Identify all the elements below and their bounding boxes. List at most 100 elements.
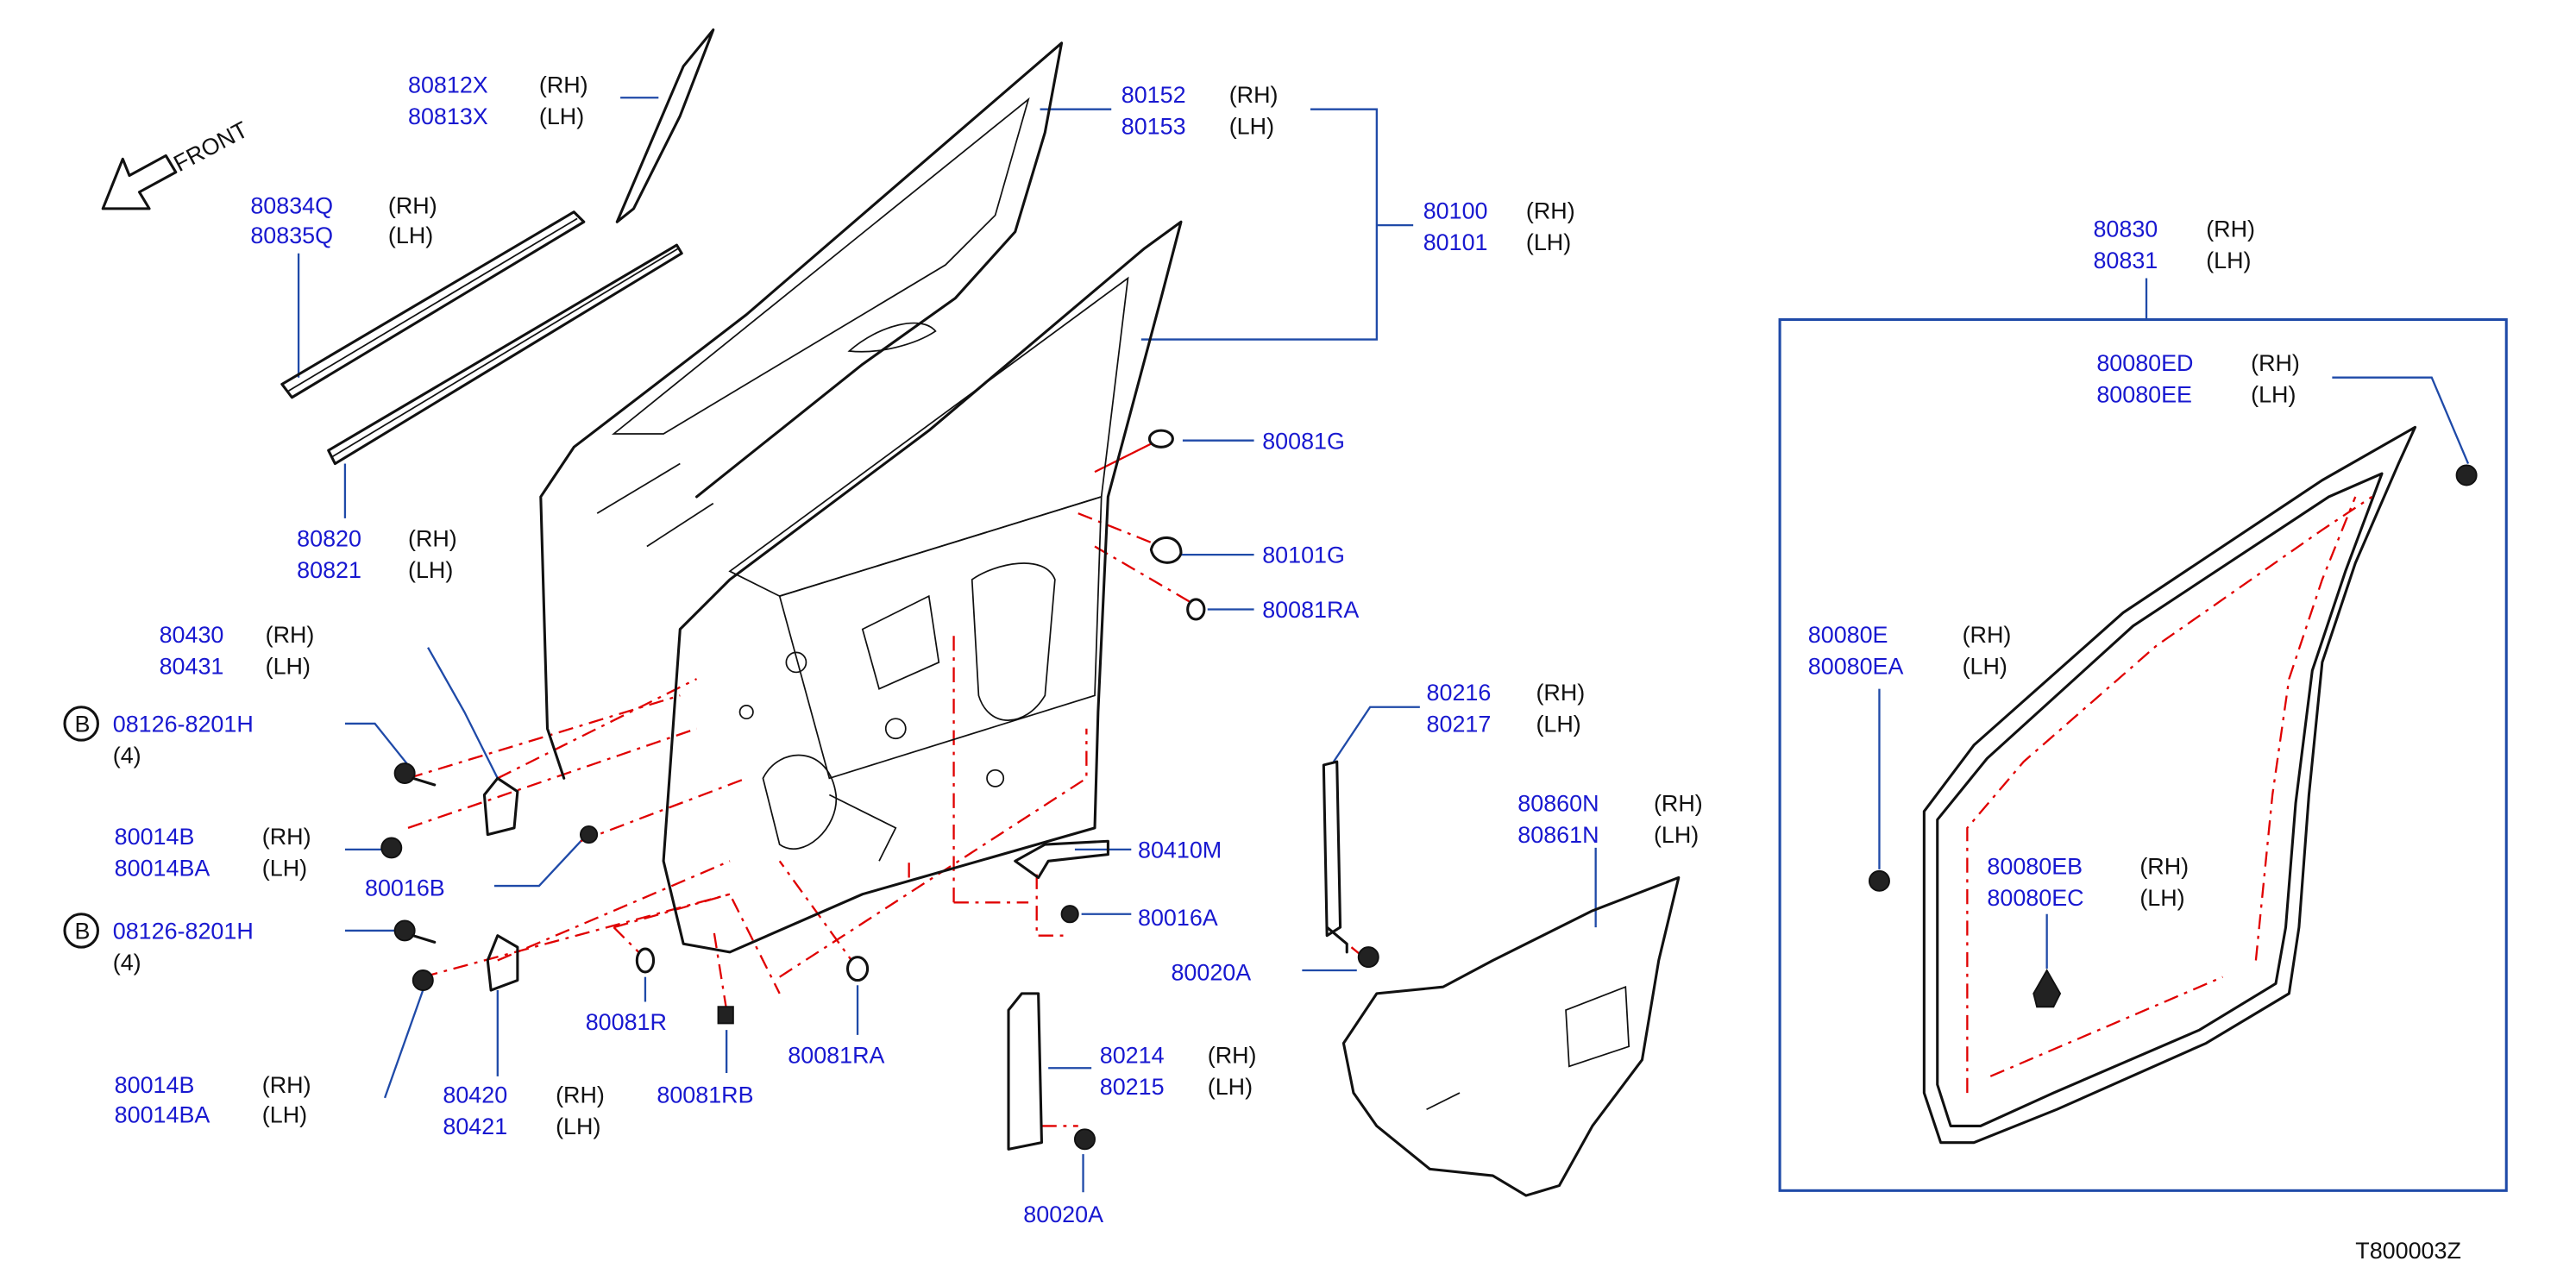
quantity-label: (4) [113,743,141,769]
side-label: (LH) [1208,1074,1253,1100]
part-number: 80080E [1808,622,1888,648]
clip-icon [579,825,599,844]
part-number: 80214 [1100,1043,1165,1069]
part-number: 80080EE [2096,382,2192,408]
part-number: 08126-8201H [113,919,254,944]
svg-text:B: B [75,712,91,737]
part-number: 80020A [1171,960,1251,986]
part-number: 80215 [1100,1074,1165,1100]
part-number: 80014B [115,824,195,850]
side-label: (LH) [408,557,453,583]
part-number: 80080EB [1987,854,2083,880]
side-label: (LH) [2251,382,2296,408]
part-number: 80081RA [788,1043,884,1069]
part-weatherstrip [1922,425,2417,1145]
side-label: (RH) [539,72,588,98]
part-number: 80101 [1423,229,1488,255]
part-number: 80420 [443,1082,507,1108]
part-number: 80834Q [250,193,333,219]
side-label: (RH) [1208,1043,1257,1069]
part-sash-front [1322,760,1348,954]
side-label: (RH) [262,1072,311,1098]
front-label: FRONT [169,116,252,177]
part-number: 80830 [2093,216,2158,242]
part-inner-panel [662,220,1183,954]
side-label: (LH) [1229,114,1274,140]
part-number: 80016B [365,875,445,901]
part-number: 80860N [1517,791,1599,817]
part-number: 80016A [1138,905,1218,931]
part-number: 80014BA [115,1102,210,1128]
side-label: (LH) [1536,712,1580,737]
plug-icon [845,956,870,982]
side-label: (LH) [388,223,433,248]
clip-icon [2455,464,2478,486]
part-number: 80430 [160,622,224,648]
side-label: (RH) [266,622,315,648]
grommet-icon [1147,429,1174,449]
part-number: 80831 [2093,248,2158,273]
part-number: 80080EA [1808,653,1904,679]
part-sealing-screen [1341,875,1681,1197]
part-inner-seal [327,243,683,466]
part-number: 80081R [586,1009,667,1035]
side-label: (LH) [2139,885,2184,911]
bolt-icon [393,919,437,944]
weatherstrip-box [1778,317,2508,1192]
part-number: 80081G [1262,428,1345,454]
part-number: 80080ED [2096,350,2193,376]
part-number: 80431 [160,653,224,679]
plug-icon [1186,598,1206,621]
side-label: (RH) [388,193,437,219]
part-number: 80410M [1138,837,1222,863]
clip-icon [1868,869,1890,892]
part-number: 80813X [408,104,488,129]
quantity-label: (4) [113,950,141,976]
part-number: 80861N [1517,822,1599,848]
nut-icon [412,969,434,991]
side-label: (LH) [262,856,307,882]
part-number: 80835Q [250,223,333,248]
part-sash-trim [615,28,715,223]
part-number: 80080EC [1987,885,2083,911]
bolt-icon [1073,1128,1096,1151]
side-label: (LH) [556,1114,600,1139]
part-number: 80100 [1423,198,1488,223]
part-number: 80152 [1122,82,1186,108]
side-label: (RH) [408,526,457,552]
clip-icon [717,1006,734,1025]
part-number: 80014BA [115,856,210,882]
part-number: 80217 [1427,712,1492,737]
part-number: 80821 [297,557,361,583]
side-label: (RH) [1536,680,1585,706]
plug-icon [635,947,656,974]
part-number: 08126-8201H [113,712,254,737]
part-hinge-upper [482,776,519,837]
part-number: 80081RA [1262,597,1359,623]
side-label: (RH) [1963,622,2012,648]
assembly-lines [407,437,1365,1127]
part-number: 80101G [1262,543,1345,568]
side-label: (LH) [539,104,584,129]
callout-circle-b: B [63,706,99,742]
nut-icon [380,837,403,859]
bolt-icon [1060,905,1079,924]
part-number: 80020A [1023,1202,1103,1227]
side-label: (LH) [1963,653,2007,679]
part-sash-rear [1007,992,1044,1151]
front-direction-arrow: FRONT [101,116,252,210]
side-label: (LH) [1654,822,1699,848]
part-number: 80812X [408,72,488,98]
side-label: (LH) [1526,229,1571,255]
leader-lines [297,97,2470,1193]
part-outer-panel [539,41,1064,780]
side-label: (LH) [266,653,311,679]
part-number: 80081RB [657,1082,753,1108]
part-hinge-lower [486,934,519,992]
side-label: (LH) [262,1102,307,1128]
side-label: (RH) [1229,82,1279,108]
side-label: (RH) [1526,198,1575,223]
part-number: 80820 [297,526,361,552]
svg-text:B: B [75,919,91,944]
